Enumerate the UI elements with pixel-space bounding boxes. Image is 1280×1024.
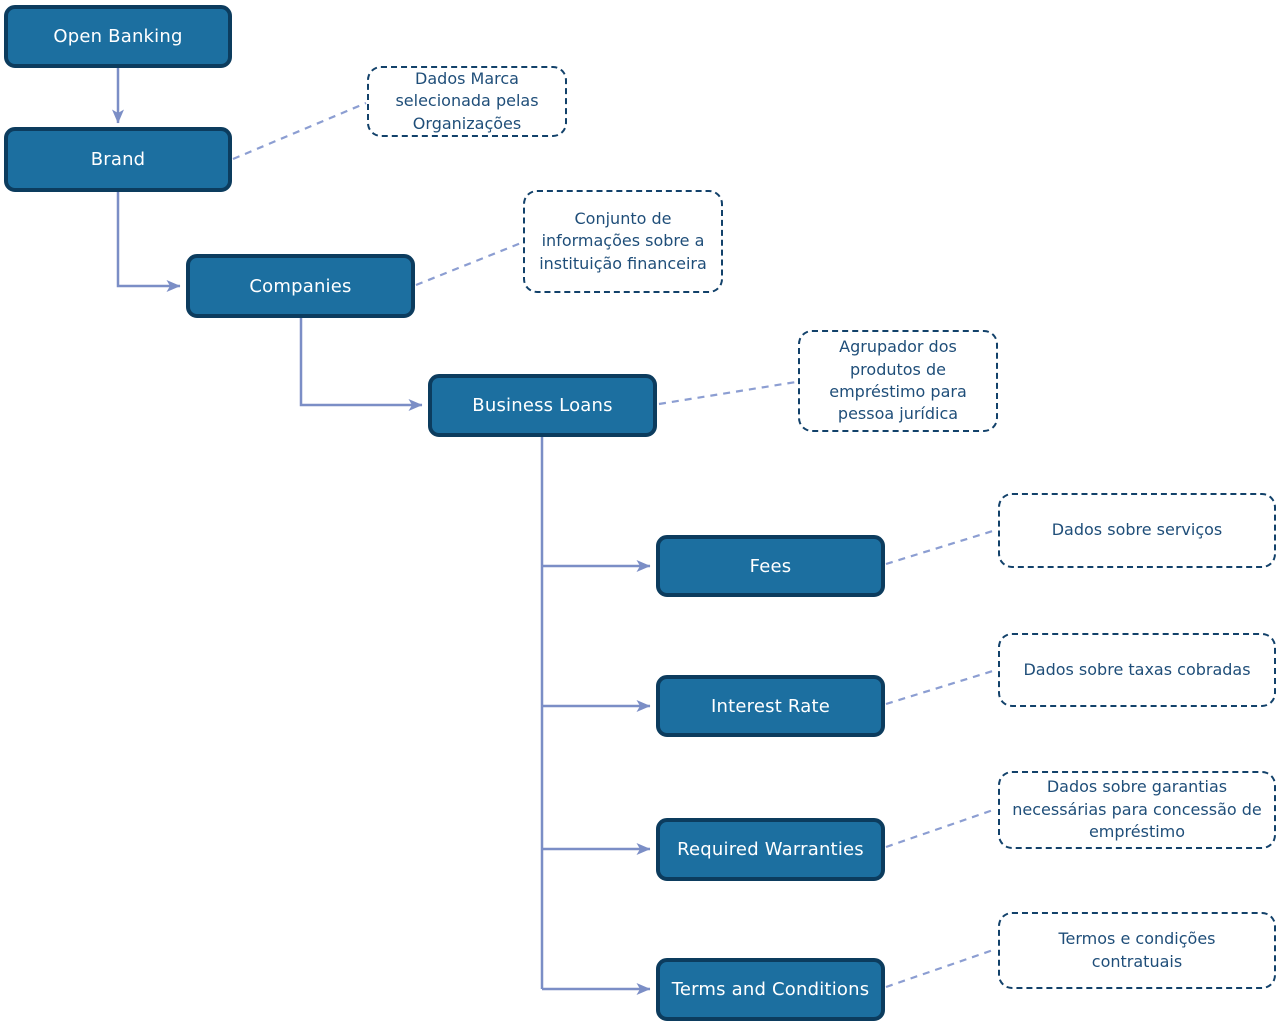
link-termsandconditions-annotation: [885, 947, 997, 989]
edge-brand-companies: [116, 192, 181, 292]
link-businessloans-annotation: [658, 380, 797, 406]
edge-companies-businessloans: [299, 318, 423, 411]
annotation-text: Dados sobre serviços: [1051, 520, 1223, 540]
annotation-text: Dados sobre garantias necessárias para c…: [1012, 777, 1262, 842]
annotation-terms-and-conditions: Termos e condições contratuais: [998, 912, 1276, 989]
link-companies-annotation: [415, 241, 522, 287]
node-brand: Brand: [4, 127, 232, 192]
link-interestrate-annotation: [885, 668, 997, 706]
link-requiredwarranties-annotation: [885, 807, 997, 849]
node-terms-and-conditions: Terms and Conditions: [656, 958, 885, 1021]
annotation-required-warranties: Dados sobre garantias necessárias para c…: [998, 771, 1276, 849]
node-interest-rate: Interest Rate: [656, 675, 885, 737]
node-required-warranties: Required Warranties: [656, 818, 885, 881]
node-business-loans: Business Loans: [428, 374, 657, 437]
annotation-business-loans: Agrupador dos produtos de empréstimo par…: [798, 330, 998, 432]
link-fees-annotation: [885, 528, 997, 566]
annotation-text: Dados Marca selecionada pelas Organizaçõ…: [395, 68, 539, 133]
annotation-text: Agrupador dos produtos de empréstimo par…: [829, 337, 967, 424]
annotation-fees: Dados sobre serviços: [998, 493, 1276, 568]
node-companies: Companies: [186, 254, 415, 318]
annotation-companies: Conjunto de informações sobre a institui…: [523, 190, 723, 293]
node-open-banking: Open Banking: [4, 5, 232, 68]
node-fees: Fees: [656, 535, 885, 597]
annotation-brand: Dados Marca selecionada pelas Organizaçõ…: [367, 66, 567, 137]
annotation-text: Conjunto de informações sobre a institui…: [539, 208, 707, 273]
annotation-text: Dados sobre taxas cobradas: [1023, 659, 1251, 679]
annotation-interest-rate: Dados sobre taxas cobradas: [998, 633, 1276, 707]
annotation-text: Termos e condições contratuais: [1058, 929, 1216, 971]
link-brand-annotation: [232, 101, 367, 161]
